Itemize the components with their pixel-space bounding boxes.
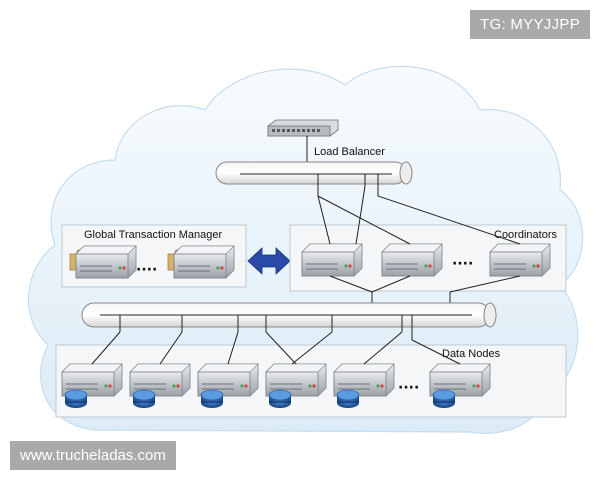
server-icon [75,245,137,279]
database-cylinder-icon [432,389,456,409]
coordinator-to-bus-links [329,275,521,303]
server-icon [173,245,235,279]
watermark-tag: TG: MYYJJPP [470,10,590,39]
watermark-site: www.trucheladas.com [10,441,176,470]
database-cylinder-icon [268,389,292,409]
ellipsis-dots: ···· [398,380,419,396]
database-cylinder-icon [64,389,88,409]
database-cylinder-icon [200,389,224,409]
database-cylinder-icon [132,389,156,409]
load-balancer-label: Load Balancer [314,146,385,158]
coordinators-panel: Coordinators ···· [289,224,567,292]
data-node-links [91,315,461,365]
coordinator-links [317,174,521,245]
server-icon [489,243,551,277]
server-icon [381,243,443,277]
ellipsis-dots: ···· [136,262,157,278]
top-network-bus [215,161,413,185]
network-switch-icon [267,119,339,137]
data-nodes-panel: Data Nodes ···· [55,344,567,418]
bottom-network-bus [81,302,497,328]
server-icon [301,243,363,277]
coordinators-label: Coordinators [494,229,557,241]
database-cylinder-icon [336,389,360,409]
ellipsis-dots: ···· [452,256,473,272]
gtm-panel: Global Transaction Manager ···· [61,224,247,288]
data-nodes-label: Data Nodes [442,348,501,360]
gtm-label: Global Transaction Manager [84,229,223,241]
